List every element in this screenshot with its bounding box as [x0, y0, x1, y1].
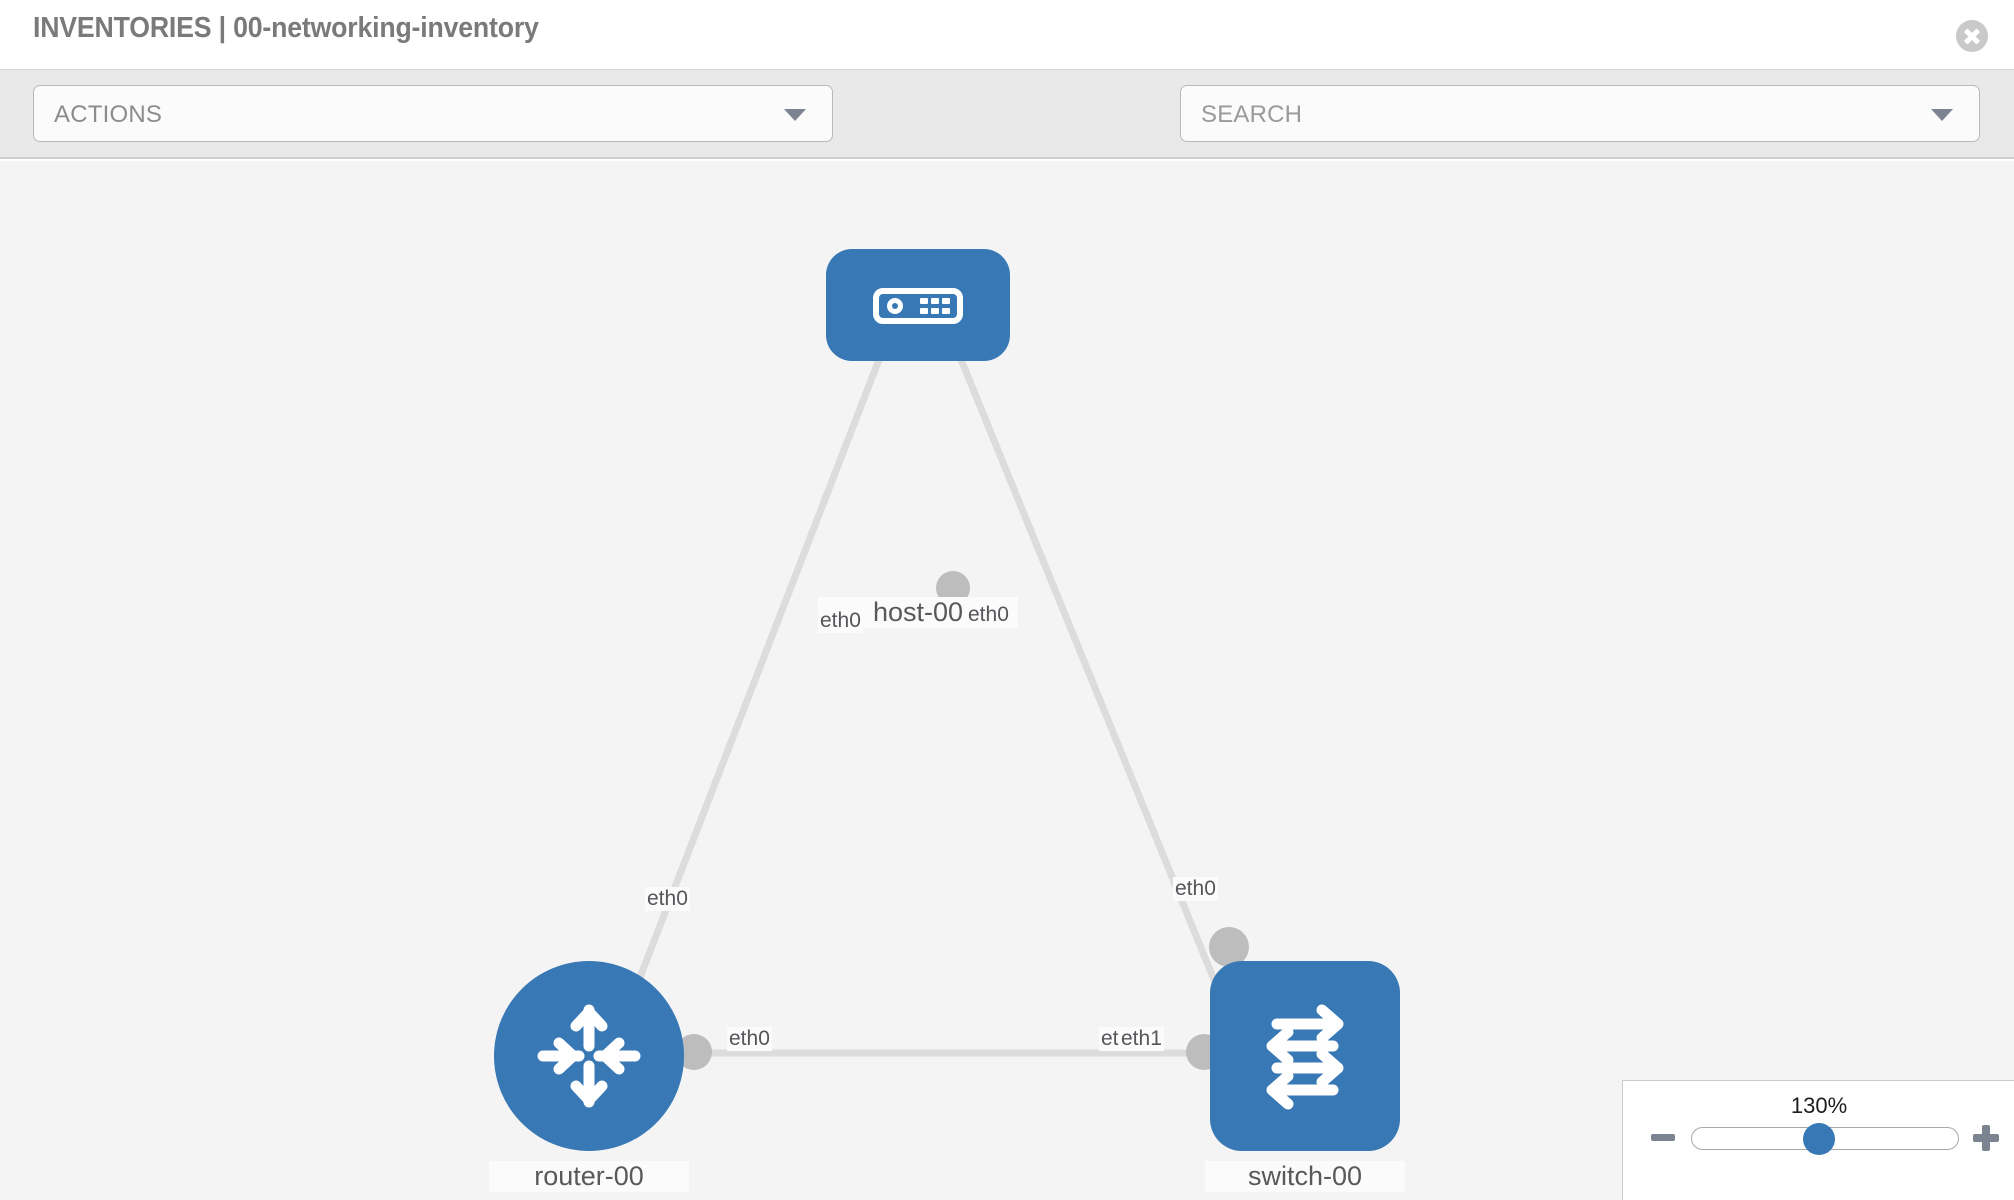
zoom-in-button[interactable]	[1973, 1125, 1999, 1151]
topology-edges	[616, 353, 1234, 1057]
edge-label-router-eth0-right: eth0	[727, 1027, 772, 1051]
search-placeholder: SEARCH	[1201, 101, 1303, 128]
node-switch-00-shape[interactable]	[1210, 961, 1400, 1151]
edge-label-switch-eth0-up: eth0	[1173, 877, 1218, 901]
actions-dropdown-label: ACTIONS	[54, 101, 163, 128]
zoom-in-icon-vertical	[1982, 1125, 1990, 1151]
zoom-control-panel: 130%	[1622, 1080, 2014, 1200]
edge-label-host-eth0-right: eth0	[966, 603, 1011, 627]
actions-dropdown[interactable]: ACTIONS	[33, 85, 833, 142]
edge-host-router	[616, 353, 884, 1033]
topology-canvas[interactable]: host-00 eth0 eth0	[0, 161, 2014, 1200]
edge-label-router-eth0-up: eth0	[645, 887, 690, 911]
edge-label-host-eth0-left: eth0	[818, 609, 863, 633]
edge-host-switch	[956, 353, 1234, 1023]
node-host-00-shape[interactable]	[826, 249, 1010, 361]
node-switch-00-label: switch-00	[1205, 1161, 1405, 1192]
node-host-00[interactable]: host-00	[818, 249, 1018, 628]
zoom-slider-thumb[interactable]	[1803, 1123, 1835, 1155]
zoom-out-button[interactable]	[1651, 1134, 1675, 1141]
zoom-percent-label: 130%	[1790, 1093, 1848, 1118]
edge-label-switch-eth1: eth1	[1119, 1027, 1164, 1051]
chevron-down-icon	[784, 108, 806, 121]
close-icon[interactable]	[1956, 20, 1988, 52]
page-header: INVENTORIES | 00-networking-inventory	[0, 0, 2014, 69]
chevron-down-icon[interactable]	[1931, 108, 1953, 121]
port-switch-topleft[interactable]	[1209, 927, 1249, 967]
node-switch-00[interactable]: switch-00	[1205, 961, 1405, 1192]
server-icon	[873, 288, 963, 324]
search-input[interactable]: SEARCH	[1180, 85, 1980, 142]
page-title: INVENTORIES | 00-networking-inventory	[33, 12, 539, 44]
node-router-00[interactable]: router-00	[489, 961, 689, 1192]
router-icon	[537, 1004, 641, 1108]
toolbar: ACTIONS SEARCH	[0, 69, 2014, 201]
node-router-00-label: router-00	[489, 1161, 689, 1192]
switch-icon	[1266, 1004, 1344, 1110]
node-router-00-shape[interactable]	[494, 961, 684, 1151]
